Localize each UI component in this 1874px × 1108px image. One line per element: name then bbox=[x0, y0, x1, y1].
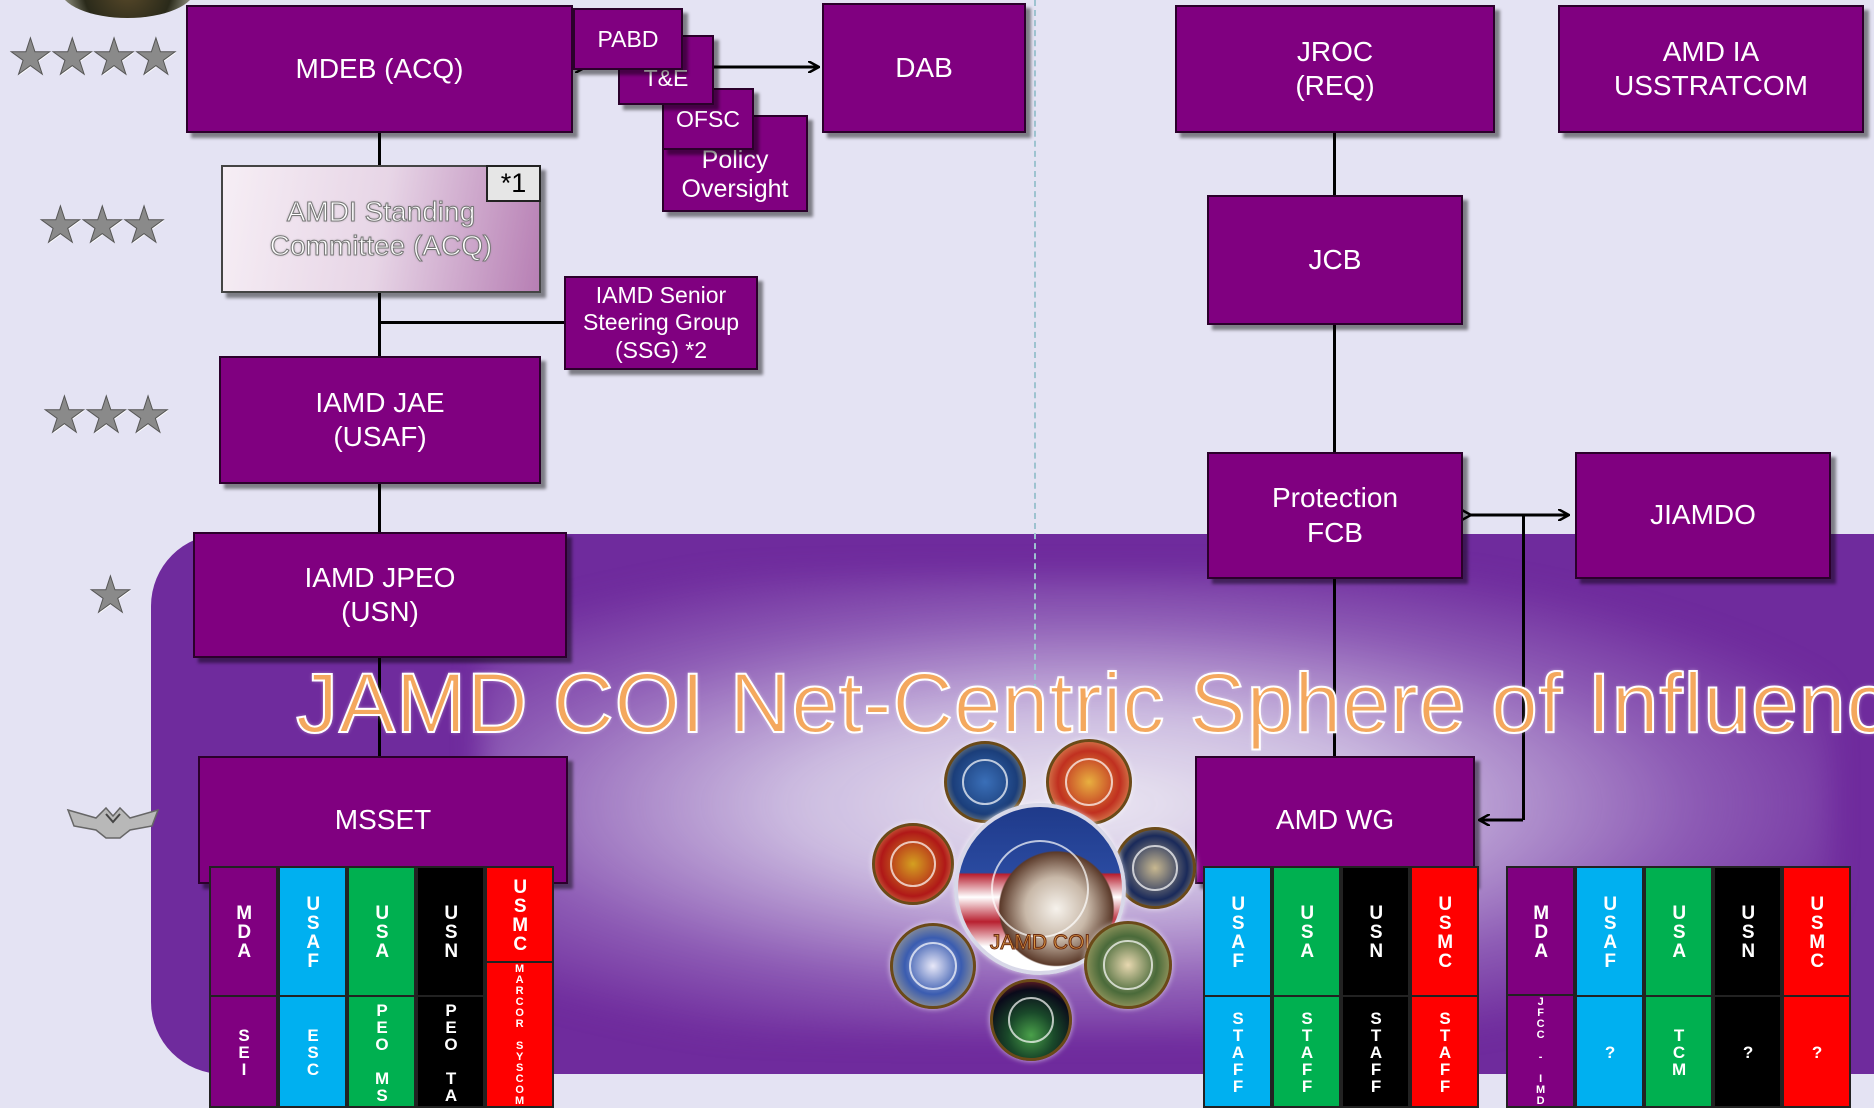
navy-seal-icon bbox=[1114, 827, 1196, 909]
service-name: USN bbox=[418, 868, 483, 997]
coi-seals-cluster: JAMD COI bbox=[868, 735, 1198, 1065]
service-name: USAF bbox=[1577, 868, 1642, 997]
connector-line bbox=[1333, 325, 1336, 452]
policy-oversight-label: Policy Oversight bbox=[681, 145, 789, 203]
service-org: TCM bbox=[1669, 1026, 1689, 1077]
amd-wg-box: AMD WG bbox=[1195, 756, 1475, 884]
service-org: ESC bbox=[303, 1026, 323, 1077]
service-name: MDA bbox=[1508, 868, 1573, 996]
iamd-ssg-box: IAMD Senior Steering Group (SSG) *2 bbox=[564, 276, 758, 370]
seal-icon bbox=[60, 0, 195, 18]
service-column: USA PEO MS bbox=[347, 866, 416, 1108]
acq-req-divider bbox=[1034, 0, 1036, 700]
jcb-label: JCB bbox=[1308, 243, 1362, 275]
service-column: USA TCM bbox=[1644, 866, 1713, 1108]
service-name: USAF bbox=[1205, 868, 1270, 997]
amdi-standing-label: AMDI Standing Committee (ACQ) bbox=[269, 195, 493, 261]
service-org: PEO TA bbox=[441, 1000, 461, 1103]
jiamdo-box: JIAMDO bbox=[1575, 452, 1831, 579]
service-column: USAF? bbox=[1575, 866, 1644, 1108]
service-name: USA bbox=[1646, 868, 1711, 997]
jamd-coi-seal-label: JAMD COI bbox=[989, 931, 1091, 955]
service-name: USA bbox=[349, 868, 414, 997]
pabd-label: PABD bbox=[597, 25, 659, 52]
connector-line bbox=[378, 658, 381, 756]
service-org: PEO MS bbox=[372, 1000, 392, 1103]
service-name: USMC bbox=[487, 868, 552, 963]
iamd-jae-box: IAMD JAE (USAF) bbox=[219, 356, 541, 484]
jroc-label: JROC (REQ) bbox=[1295, 35, 1375, 101]
service-name: USN bbox=[1343, 868, 1408, 997]
service-name: MDA bbox=[211, 868, 276, 997]
service-org: ? bbox=[1738, 1043, 1758, 1060]
connector-line bbox=[1522, 515, 1525, 820]
msset-label: MSSET bbox=[334, 803, 432, 835]
service-column: USMC? bbox=[1782, 866, 1851, 1108]
army-seal-icon bbox=[1084, 921, 1172, 1009]
jpeo-label: IAMD JPEO (USN) bbox=[304, 561, 456, 627]
jroc-box: JROC (REQ) bbox=[1175, 5, 1495, 133]
service-column: USAF ESC bbox=[278, 866, 347, 1108]
service-column: USN STAFF bbox=[1341, 866, 1410, 1108]
protection-label: Protection FCB bbox=[1271, 482, 1399, 548]
service-column: USAF STAFF bbox=[1203, 866, 1272, 1108]
dab-box: DAB bbox=[822, 3, 1026, 133]
colonel-eagle-icon bbox=[66, 806, 160, 839]
service-org: ? bbox=[1600, 1043, 1620, 1060]
ofsc-label: OFSC bbox=[676, 105, 740, 132]
amd-ia-box: AMD IA USSTRATCOM bbox=[1558, 5, 1864, 133]
connector-line bbox=[378, 132, 381, 165]
service-org: STAFF bbox=[1366, 1009, 1386, 1094]
iamd-jpeo-box: IAMD JPEO (USN) bbox=[193, 532, 567, 658]
service-column: USA STAFF bbox=[1272, 866, 1341, 1108]
service-name: USN bbox=[1715, 868, 1780, 997]
connector-line bbox=[378, 484, 381, 532]
four-star-icon: ★★★★ bbox=[7, 28, 178, 87]
jcb-box: JCB bbox=[1207, 195, 1463, 325]
service-column: USMC STAFF bbox=[1410, 866, 1479, 1108]
protection-fcb-box: Protection FCB bbox=[1207, 452, 1463, 579]
service-org: ? bbox=[1807, 1043, 1827, 1060]
service-org: STAFF bbox=[1297, 1009, 1317, 1094]
coi-sphere-title: JAMD COI Net-Centric Sphere of Influence bbox=[295, 655, 1874, 751]
marine-corps-seal-icon bbox=[872, 823, 954, 905]
connector-line bbox=[378, 321, 564, 324]
amd-ia-label: AMD IA USSTRATCOM bbox=[1614, 35, 1808, 101]
service-org: SEI bbox=[234, 1026, 254, 1077]
amdwg-label: AMD WG bbox=[1275, 803, 1395, 835]
pabd-box: PABD bbox=[573, 8, 683, 70]
service-org: JFCC - IMD bbox=[1534, 996, 1547, 1106]
jiamdo-label: JIAMDO bbox=[1650, 499, 1756, 531]
three-star-icon: ★★★ bbox=[41, 386, 170, 445]
service-column: MDA SEI bbox=[209, 866, 278, 1108]
air-force-seal-icon bbox=[890, 923, 976, 1009]
ssg-label: IAMD Senior Steering Group (SSG) *2 bbox=[583, 282, 739, 363]
connector-line bbox=[378, 293, 381, 356]
service-name: USA bbox=[1274, 868, 1339, 997]
msset-box: MSSET bbox=[198, 756, 568, 884]
service-org: STAFF bbox=[1228, 1009, 1248, 1094]
connector-line bbox=[1333, 132, 1336, 195]
dab-label: DAB bbox=[895, 51, 953, 83]
mdeb-label: MDEB (ACQ) bbox=[295, 52, 464, 84]
service-org: MARCOR SYSCOM bbox=[513, 963, 526, 1106]
three-star-icon: ★★★ bbox=[37, 196, 166, 255]
one-star-icon: ★ bbox=[88, 566, 134, 625]
service-column: USN PEO TA bbox=[416, 866, 485, 1108]
connector-line bbox=[1333, 579, 1336, 756]
service-name: USMC bbox=[1784, 868, 1849, 997]
service-name: USMC bbox=[1412, 868, 1477, 997]
service-column: USN? bbox=[1713, 866, 1782, 1108]
service-name: USAF bbox=[280, 868, 345, 997]
service-org: STAFF bbox=[1435, 1009, 1455, 1094]
stratcom-seal-icon bbox=[990, 979, 1072, 1061]
note-badge: *1 bbox=[486, 165, 541, 202]
jae-label: IAMD JAE (USAF) bbox=[315, 386, 445, 452]
mdeb-box: MDEB (ACQ) bbox=[186, 5, 573, 133]
